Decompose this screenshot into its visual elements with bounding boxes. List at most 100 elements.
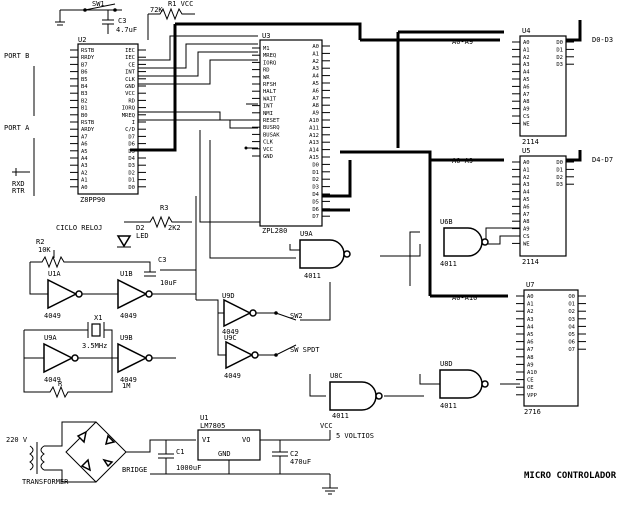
u9a-nand-part: 4011 — [304, 272, 321, 280]
u3-pin-label: CLK — [263, 140, 274, 146]
c1-capacitor: C1 1000uF — [158, 440, 201, 474]
c3-value: 10uF — [160, 279, 177, 287]
u5-pin-label: D2 — [556, 175, 563, 181]
u2-pin-label: I — [132, 120, 135, 126]
u3-pin-label: A15 — [309, 155, 319, 161]
reset-wire-3 — [300, 300, 331, 321]
u2-pin-label: IEC — [125, 55, 135, 61]
u6b-nand-label: U6B — [440, 218, 453, 226]
u2-pin-label: B3 — [81, 91, 88, 97]
u2-pin-label: D4 — [128, 156, 135, 162]
u3-pin-label: RFSH — [263, 82, 276, 88]
mains-label: 220 V — [6, 436, 28, 444]
d2-led: D2 LED — [116, 224, 149, 248]
u3-label: U3 — [262, 32, 270, 40]
r2-label: R2 — [36, 238, 44, 246]
u2-pin-label: VCC — [125, 91, 135, 97]
sw1-switch: SW1 — [55, 0, 122, 26]
u3-pin-label: NMI — [263, 111, 273, 117]
u2-pin-label: C/D — [125, 127, 135, 133]
u5-pin-label: A9 — [523, 227, 530, 233]
u4-pin-label: A2 — [523, 55, 530, 61]
port-a-label: PORT A — [4, 124, 30, 132]
u8d-nand-part: 4011 — [440, 402, 457, 410]
u9d-inverter: U9D 4049 — [222, 292, 257, 336]
u2-pin-label: CLK — [125, 77, 136, 83]
u7-pin-label: O7 — [568, 347, 575, 353]
u2-chip: U2 Z8PP90 RSTBRRDYB7B6B5B4B3B2B1B0RSTBAR… — [70, 36, 146, 204]
u4-pin-label: WE — [523, 121, 530, 127]
c3-capacitor: C3 10uF — [144, 256, 177, 287]
u7-pin-label: OE — [527, 385, 534, 391]
u9b-label: U9B — [120, 334, 133, 342]
u6b-nand-gate: U6B 4011 — [440, 218, 489, 268]
osc-wire-4 — [152, 269, 197, 295]
u4-pin-label: CS — [523, 114, 530, 120]
five-volts-label: 5 VOLTIOS — [336, 432, 374, 440]
u3-pin-label: A1 — [312, 51, 319, 57]
u3-pin-label: D2 — [312, 177, 319, 183]
u4-pin-label: D3 — [556, 62, 563, 68]
u9d-part: 4049 — [222, 328, 239, 336]
u2-pin-label: B7 — [81, 62, 88, 68]
u8c-nand-part: 4011 — [332, 412, 349, 420]
c2-label: C2 — [290, 450, 298, 458]
r2-potentiometer: R2 10K — [30, 238, 80, 269]
u2-pin-label: IEC — [125, 48, 135, 54]
u7-pin-label: O5 — [568, 332, 575, 338]
u2-pin-label: A5 — [81, 149, 88, 155]
u5-pin-label: A0 — [523, 160, 530, 166]
u7-pin-label: A6 — [527, 340, 534, 346]
rxd-label: RXD — [12, 180, 25, 188]
transformer: 220 V TRANSFORMER — [6, 421, 96, 486]
ciclo-reloj-label: CICLO RELOJ — [56, 224, 102, 232]
d0-d3-label: D0-D3 — [592, 36, 613, 44]
osc-wire-1 — [29, 262, 48, 295]
u2-pin-label: ARDY — [81, 127, 95, 133]
u5-pin-label: D1 — [556, 167, 563, 173]
sw1-label: SW1 — [92, 0, 105, 8]
sw2-switch[interactable]: SW2 — [256, 311, 303, 321]
r3-value: 2K2 — [168, 224, 181, 232]
u3-pin-label: M1 — [263, 46, 270, 52]
xtal-wire-1 — [23, 330, 44, 359]
u3-pin-label: A3 — [312, 66, 319, 72]
u7-part: 2716 — [524, 408, 541, 416]
u3-pin-label: A9 — [312, 111, 319, 117]
u2-pin-label: RRDY — [81, 55, 95, 61]
u1-reg-pin-vi: VI — [202, 436, 210, 444]
u1a-inverter: 4049 U1A — [44, 270, 83, 320]
u2-pin-label: RD — [128, 98, 135, 104]
u2-pin-label: B4 — [81, 84, 88, 90]
u2-pin-label: INT — [125, 70, 136, 76]
u7-pin-label: A4 — [527, 324, 534, 330]
u2-pin-label: D6 — [128, 142, 135, 148]
u7-pin-label: O2 — [568, 309, 575, 315]
u9b-part: 4049 — [120, 376, 137, 384]
u2-pin-label: A7 — [81, 134, 88, 140]
u4-pin-label: A0 — [523, 40, 530, 46]
port-pins — [12, 66, 35, 196]
osc-wire-3 — [80, 261, 151, 272]
u7-pin-label: A8 — [527, 355, 534, 361]
u9c-label: U9C — [224, 334, 237, 342]
u2-pin-label: A2 — [81, 170, 88, 176]
u2-pin-label: IORQ — [122, 106, 135, 112]
u5-pin-label: A3 — [523, 182, 530, 188]
u7-pin-label: A10 — [527, 370, 537, 376]
u3-pin-label: VCC — [263, 147, 273, 153]
u5-pin-label: A2 — [523, 175, 530, 181]
sw-spdt-switch[interactable]: SW SPDT — [258, 344, 320, 357]
xtal-wire-3 — [104, 329, 118, 359]
u4-pin-label: A7 — [523, 92, 530, 98]
c2-capacitor: C2 470uF — [272, 440, 311, 474]
r2-value: 10K — [38, 246, 51, 254]
u9a-inv-part: 4049 — [44, 376, 61, 384]
u2-pin-label: GND — [125, 84, 135, 90]
u1-reg-pin-gnd: GND — [218, 450, 231, 458]
d4-d7-label: D4-D7 — [592, 156, 613, 164]
c3-top-value: 4.7uF — [116, 26, 137, 34]
u3-pin-label: BUSAK — [263, 132, 280, 138]
